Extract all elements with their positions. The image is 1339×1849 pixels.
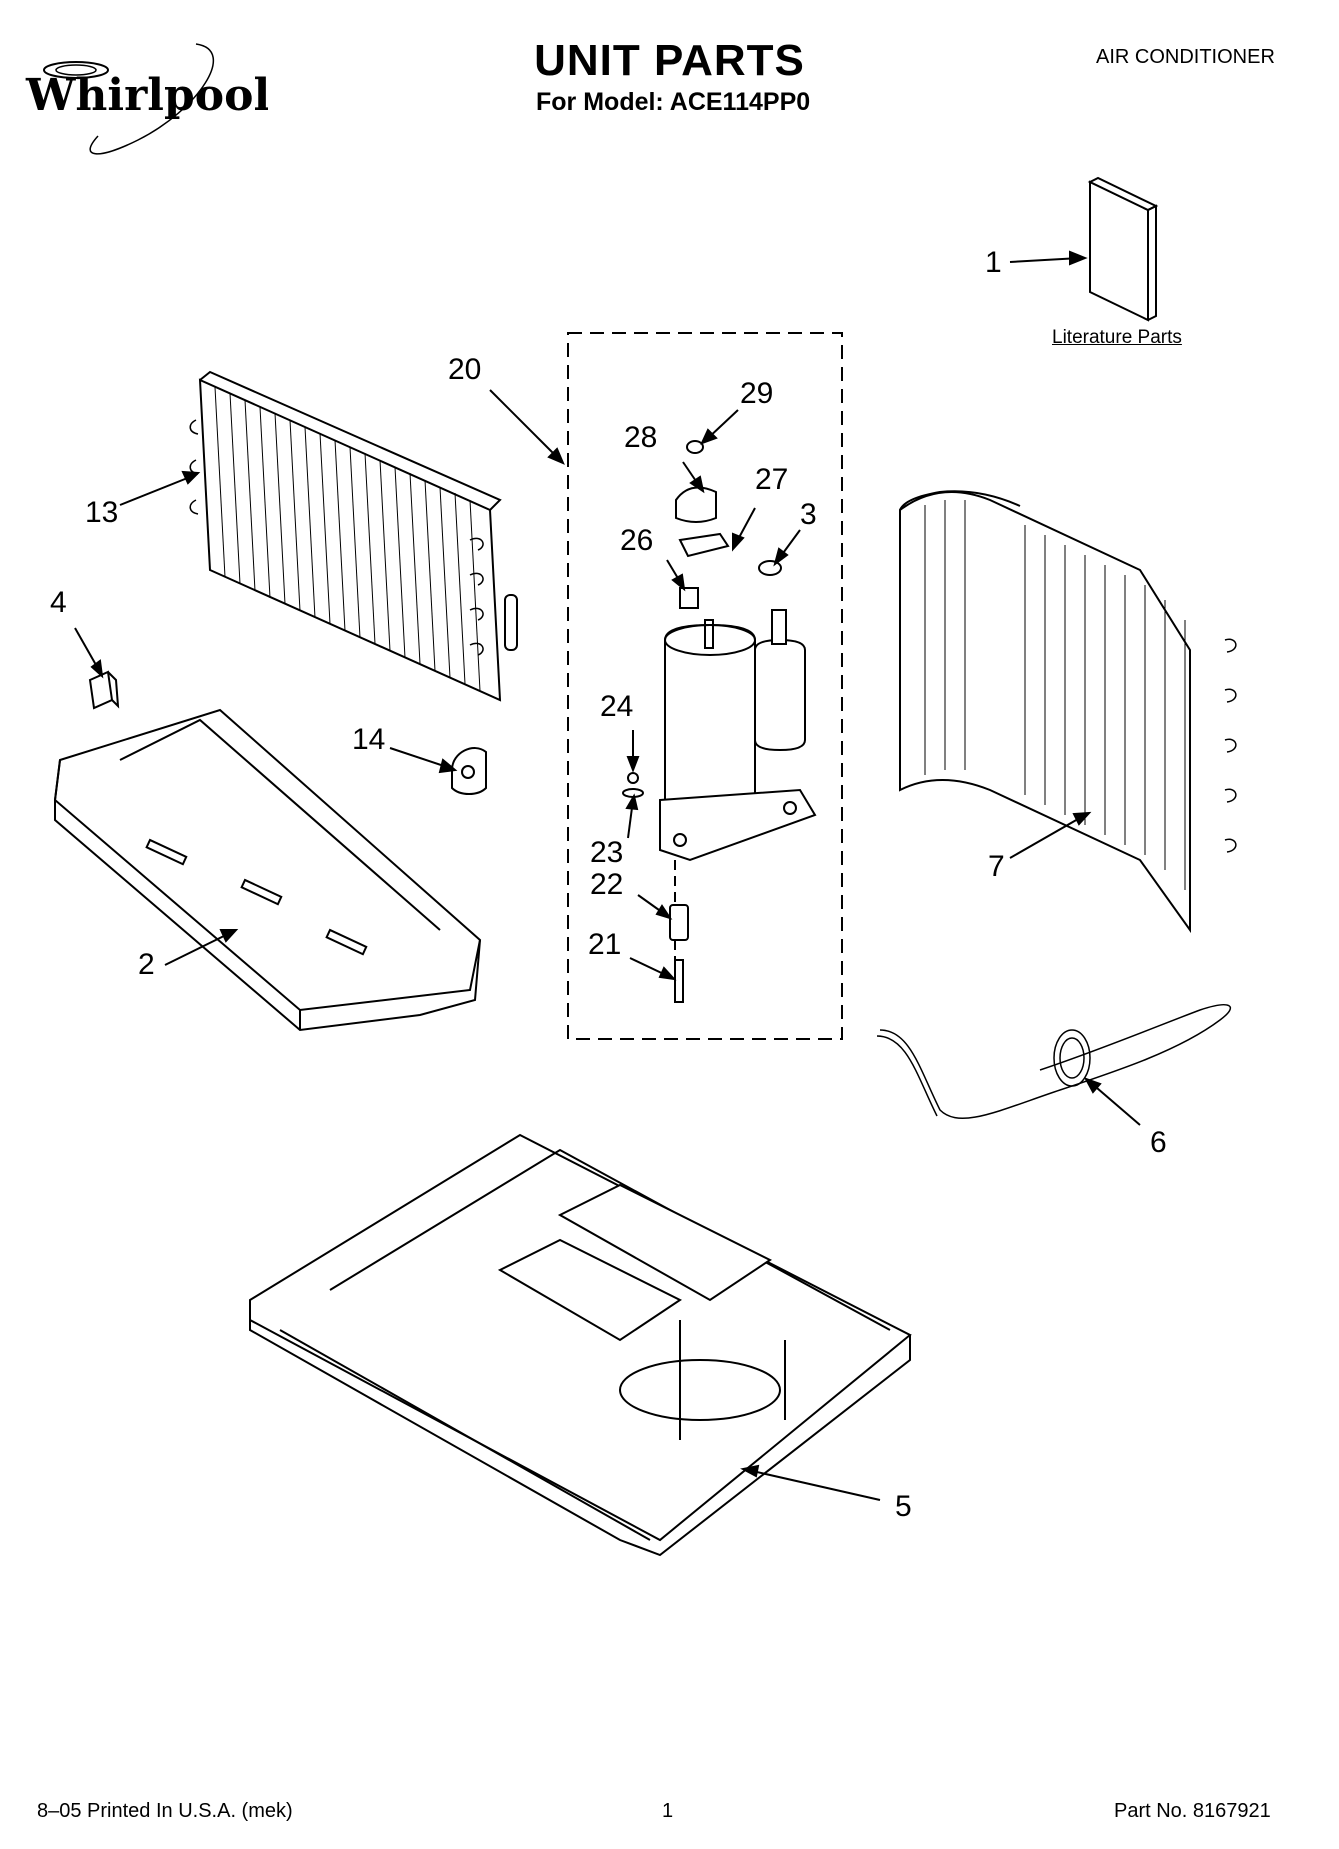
product-type: AIR CONDITIONER — [1096, 46, 1275, 68]
svg-text:Whirlpool: Whirlpool — [25, 70, 268, 121]
condenser-coil — [189, 370, 518, 702]
whirlpool-logo: Whirlpool — [18, 40, 270, 170]
callout-23: 23 — [590, 836, 624, 869]
mount-part-14 — [451, 747, 487, 795]
model-subtitle: For Model: ACE114PP0 — [536, 88, 811, 116]
print-info: 8–05 Printed In U.S.A. (mek) — [37, 1800, 293, 1822]
leader-lines — [74, 250, 1141, 1501]
callout-7: 7 — [988, 850, 1005, 883]
compressor-group-box — [567, 332, 843, 1040]
bracket-part-4 — [88, 670, 120, 710]
callout-22: 22 — [590, 868, 624, 901]
callout-1: 1 — [985, 246, 1002, 279]
part-number: Part No. 8167921 — [1114, 1800, 1271, 1822]
compressor-small-parts — [622, 440, 782, 1003]
drain-pan — [53, 708, 482, 1032]
page-number: 1 — [662, 1800, 674, 1822]
callout-27: 27 — [755, 463, 789, 496]
callout-29: 29 — [740, 377, 774, 410]
capillary-tube — [876, 1004, 1232, 1119]
callout-14: 14 — [352, 723, 386, 756]
callout-20: 20 — [448, 353, 482, 386]
evaporator-coil — [899, 490, 1237, 934]
base-pan — [249, 1133, 912, 1557]
callout-4: 4 — [50, 586, 67, 619]
compressor — [659, 609, 817, 1000]
page-title: UNIT PARTS — [534, 36, 805, 85]
callout-6: 6 — [1150, 1126, 1167, 1159]
callout-21: 21 — [588, 928, 622, 961]
literature-parts-label: Literature Parts — [1052, 327, 1182, 348]
literature-booklet — [1087, 176, 1159, 322]
callout-28: 28 — [624, 421, 658, 454]
callout-26: 26 — [620, 524, 654, 557]
callout-3: 3 — [800, 498, 817, 531]
callout-24: 24 — [600, 690, 634, 723]
callout-5: 5 — [895, 1490, 912, 1523]
callout-2: 2 — [138, 948, 155, 981]
callout-13: 13 — [85, 496, 119, 529]
